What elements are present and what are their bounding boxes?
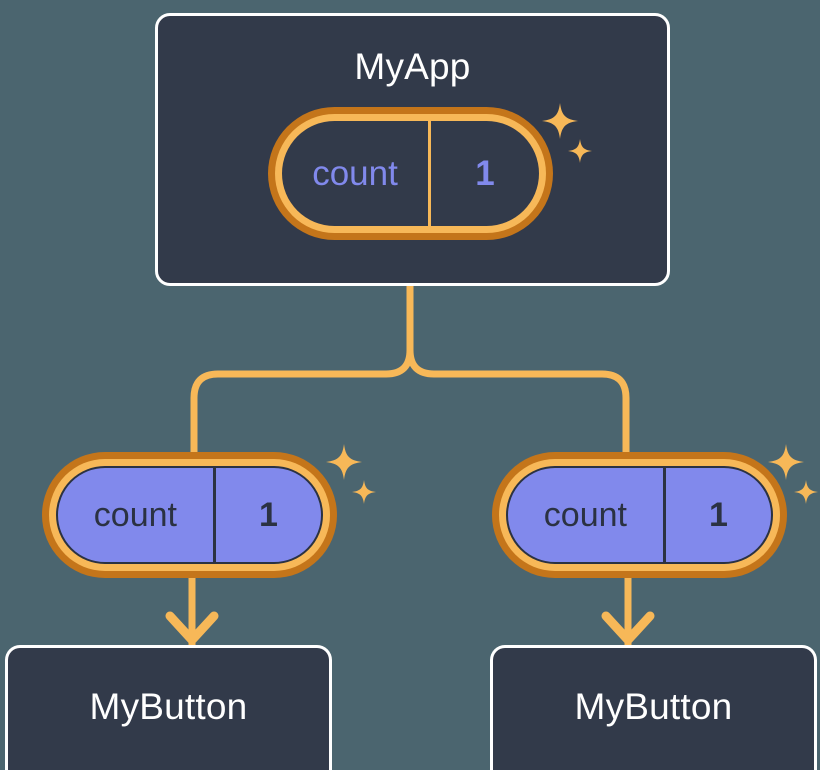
component-title-myapp: MyApp (354, 46, 471, 87)
state-pill-body: count 1 (506, 466, 773, 564)
connector-branch-left (190, 346, 414, 456)
state-value-label: 1 (475, 153, 495, 193)
state-pill-mybutton-right[interactable]: count 1 (492, 452, 787, 578)
component-title-mybutton-right: MyButton (574, 686, 733, 727)
state-pill-myapp[interactable]: count 1 (268, 107, 553, 240)
state-pill-body: count 1 (282, 121, 539, 226)
arrow-down-icon-right (601, 611, 655, 645)
component-node-mybutton-left[interactable]: MyButton (5, 645, 332, 770)
state-pill-ring-inner: count 1 (275, 114, 546, 233)
state-value-label: 1 (708, 495, 728, 534)
sparkle-four-point-small-icon (352, 480, 376, 504)
state-value-label: 1 (258, 495, 278, 534)
component-title-mybutton-left: MyButton (89, 686, 248, 727)
state-key-label: count (58, 468, 216, 562)
connector-branch-right (406, 346, 630, 456)
sparkle-four-point-small-icon (794, 480, 818, 504)
sparkle-four-point-icon (768, 444, 804, 480)
state-pill-body: count 1 (56, 466, 323, 564)
component-node-mybutton-right[interactable]: MyButton (490, 645, 817, 770)
state-pill-mybutton-left[interactable]: count 1 (42, 452, 337, 578)
state-key-label: count (282, 121, 432, 226)
sparkle-four-point-icon (326, 444, 362, 480)
state-pill-ring-inner: count 1 (499, 459, 780, 571)
state-key-label: count (508, 468, 666, 562)
state-pill-ring-inner: count 1 (49, 459, 330, 571)
arrow-down-icon-left (165, 611, 219, 645)
